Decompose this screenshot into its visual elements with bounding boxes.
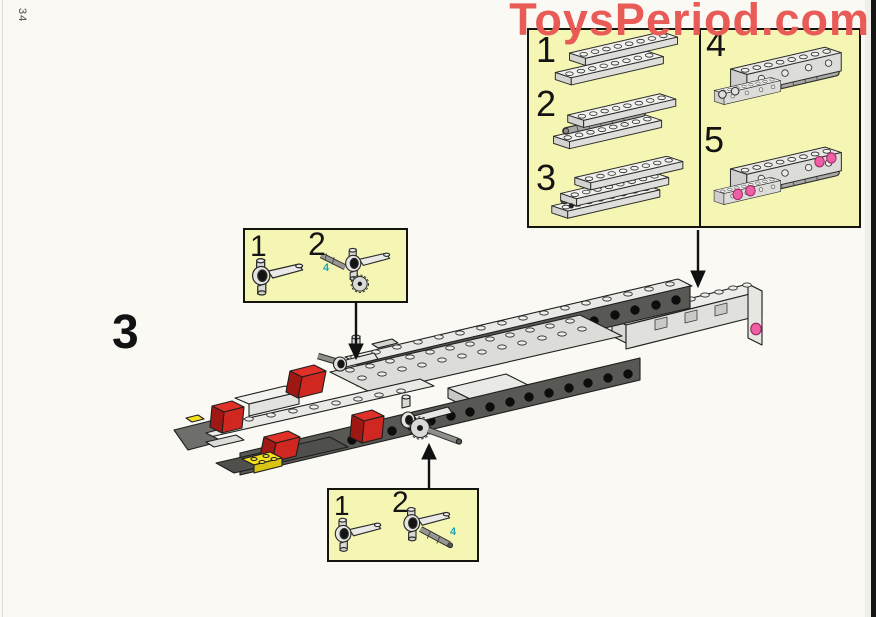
yellow-plate <box>241 451 283 474</box>
center-deck-plates <box>329 314 623 411</box>
parts-item-1-label: 1 <box>536 29 557 70</box>
substep-callout-bottom <box>327 488 479 562</box>
page-number: 34 <box>16 8 28 23</box>
down-arrow-icon <box>690 230 706 289</box>
parts-box-divider <box>699 30 701 226</box>
callout-bottom-part1-label: 1 <box>334 490 350 521</box>
plates-with-hose-stack-icon <box>551 156 684 219</box>
installed-steering-arm-lower <box>400 394 463 445</box>
step-number: 3 <box>112 306 139 359</box>
callout-top-axle-length-label: 4 <box>323 262 330 274</box>
left-edge-line <box>2 0 3 617</box>
callout-bottom-axle-length-label: 4 <box>450 526 457 538</box>
steering-arm-with-axle-icon <box>403 506 454 549</box>
front-assembly <box>173 378 435 474</box>
parts-item-3-label: 3 <box>536 157 557 198</box>
down-arrow-icon <box>348 303 364 361</box>
callout-top-part1-label: 1 <box>250 230 267 263</box>
technic-beam-pink-drums-icon <box>713 146 842 205</box>
technic-beam-icon <box>713 46 842 105</box>
plates-with-hose-icon <box>553 93 677 150</box>
parts-item-2-label: 2 <box>536 83 557 124</box>
parts-item-4-label: 4 <box>706 23 727 64</box>
callout-top-part2-label: 2 <box>308 226 326 262</box>
rear-beam-assembly <box>611 282 763 350</box>
parts-item-5-label: 5 <box>704 119 725 160</box>
scan-edge-bar <box>871 0 876 617</box>
up-arrow-icon <box>421 442 437 488</box>
near-technic-beam <box>239 357 641 476</box>
installed-steering-arm-upper <box>317 334 399 372</box>
red-slope-bricks <box>209 364 385 463</box>
callout-bottom-part2-label: 2 <box>392 486 409 519</box>
toysperiod-watermark: ToysPeriod.com <box>509 0 870 45</box>
right-edge-shading <box>865 0 871 617</box>
